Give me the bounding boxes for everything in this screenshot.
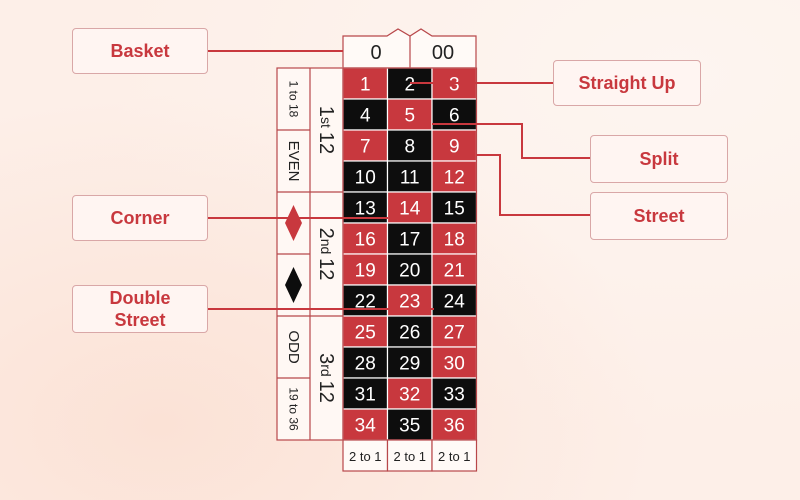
number-label-18: 18 bbox=[444, 230, 465, 251]
number-cell-22 bbox=[342, 284, 389, 317]
basket-label: Basket bbox=[72, 28, 208, 74]
street-connector bbox=[476, 154, 590, 216]
number-label-3: 3 bbox=[449, 75, 460, 96]
column-bet-3 bbox=[431, 439, 478, 472]
number-label-35: 35 bbox=[399, 416, 420, 437]
number-cell-18 bbox=[431, 222, 478, 255]
outside-bet-2: EVEN bbox=[285, 141, 302, 182]
number-cell-24 bbox=[431, 284, 478, 317]
black-diamond-icon bbox=[285, 267, 302, 303]
double-street-label: Double Street bbox=[72, 285, 208, 333]
number-label-20: 20 bbox=[399, 261, 420, 282]
column-bet-1 bbox=[342, 439, 389, 472]
double-street-label-line1: Double bbox=[109, 288, 171, 308]
red-diamond-icon bbox=[285, 205, 302, 241]
number-label-19: 19 bbox=[355, 261, 376, 282]
number-label-28: 28 bbox=[355, 354, 376, 375]
number-cell-20 bbox=[386, 253, 433, 286]
number-label-27: 27 bbox=[444, 323, 465, 344]
number-label-13: 13 bbox=[355, 199, 376, 220]
number-label-4: 4 bbox=[360, 106, 371, 127]
number-label-26: 26 bbox=[399, 323, 420, 344]
corner-label: Corner bbox=[72, 195, 208, 241]
number-cell-36 bbox=[431, 408, 478, 441]
number-label-11: 11 bbox=[400, 168, 420, 189]
double-zero-cell: 00 bbox=[432, 42, 454, 64]
number-label-15: 15 bbox=[444, 199, 465, 220]
outside-bet-1: 1 to 18 bbox=[287, 81, 301, 118]
number-label-31: 31 bbox=[355, 385, 376, 406]
dozen-bet-1: 1st 12 bbox=[315, 106, 337, 154]
number-label-12: 12 bbox=[444, 168, 465, 189]
number-label-9: 9 bbox=[449, 137, 460, 158]
outside-bet-5: ODD bbox=[285, 330, 302, 364]
number-label-36: 36 bbox=[444, 416, 465, 437]
dozen-bet-3: 3rd 12 bbox=[315, 353, 337, 403]
number-cell-21 bbox=[431, 253, 478, 286]
number-cell-11 bbox=[386, 160, 433, 193]
number-label-1: 1 bbox=[360, 75, 371, 96]
number-label-14: 14 bbox=[399, 199, 421, 220]
number-cell-15 bbox=[431, 191, 478, 224]
number-label-21: 21 bbox=[444, 261, 465, 282]
number-label-24: 24 bbox=[444, 292, 466, 313]
number-label-16: 16 bbox=[355, 230, 376, 251]
number-cell-9 bbox=[431, 129, 478, 162]
number-cell-5 bbox=[386, 98, 433, 131]
number-label-25: 25 bbox=[355, 323, 376, 344]
number-label-17: 17 bbox=[399, 230, 420, 251]
split-label: Split bbox=[590, 135, 728, 183]
straight-up-label: Straight Up bbox=[553, 60, 701, 106]
outside-bet-6: 19 to 36 bbox=[287, 387, 301, 431]
column-bet-label-2: 2 to 1 bbox=[393, 449, 426, 464]
number-label-32: 32 bbox=[399, 385, 420, 406]
number-cell-23 bbox=[386, 284, 433, 317]
street-label: Street bbox=[590, 192, 728, 240]
column-bet-label-3: 2 to 1 bbox=[438, 449, 471, 464]
dozen-bet-2: 2nd 12 bbox=[315, 228, 337, 281]
column-bet-2 bbox=[386, 439, 433, 472]
number-label-5: 5 bbox=[404, 106, 415, 127]
split-connector bbox=[432, 123, 590, 159]
number-label-6: 6 bbox=[449, 106, 460, 127]
number-cell-26 bbox=[386, 315, 433, 348]
number-cell-33 bbox=[431, 377, 478, 410]
number-label-8: 8 bbox=[404, 137, 415, 158]
number-label-2: 2 bbox=[404, 75, 415, 96]
number-label-10: 10 bbox=[355, 168, 376, 189]
number-label-7: 7 bbox=[360, 137, 371, 158]
number-label-22: 22 bbox=[355, 292, 376, 313]
number-label-29: 29 bbox=[399, 354, 420, 375]
number-label-23: 23 bbox=[399, 292, 420, 313]
number-cell-29 bbox=[386, 346, 433, 379]
number-cell-4 bbox=[342, 98, 389, 131]
zero-cell: 0 bbox=[370, 42, 381, 64]
number-label-33: 33 bbox=[444, 385, 465, 406]
number-cell-14 bbox=[386, 191, 433, 224]
column-bet-label-1: 2 to 1 bbox=[349, 449, 382, 464]
number-label-30: 30 bbox=[444, 354, 465, 375]
number-label-34: 34 bbox=[355, 416, 377, 437]
double-street-label-line2: Street bbox=[114, 310, 166, 330]
